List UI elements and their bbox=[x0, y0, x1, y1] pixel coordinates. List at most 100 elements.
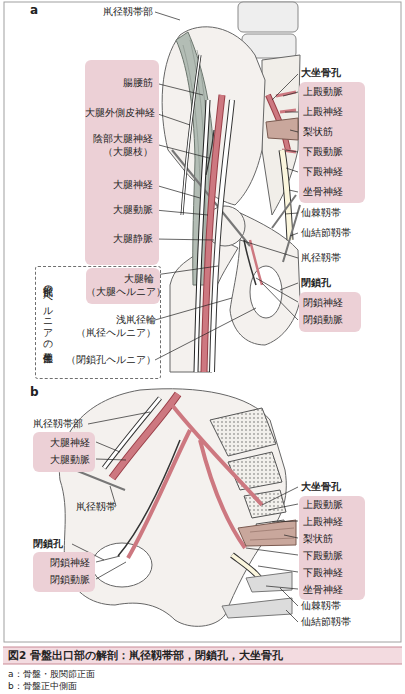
structure-group: 閉鎖神経閉鎖動脈 bbox=[299, 292, 361, 332]
leader-line bbox=[96, 459, 126, 460]
region-label: 鼡径靱帯部 bbox=[33, 417, 123, 430]
leader-lines-b bbox=[72, 412, 298, 622]
leader-line bbox=[262, 487, 298, 505]
sacrospinous-ligament bbox=[246, 572, 292, 592]
structure-label: 下殿神経 bbox=[303, 566, 363, 579]
femoral-nerve bbox=[104, 398, 160, 468]
structure-label: （閉鎖孔ヘルニア） bbox=[64, 353, 156, 366]
panel-letter: a bbox=[30, 4, 50, 17]
structure-label: 下殿動脈 bbox=[303, 549, 363, 562]
structure-label: 陰部大腿神経 （大腿枝） bbox=[85, 132, 153, 158]
structure-label: 浅鼡径輪 （鼡径ヘルニア） bbox=[64, 313, 156, 339]
leader-line bbox=[155, 113, 190, 125]
structure-label: 閉鎖動脈 bbox=[303, 313, 359, 326]
caption-rule bbox=[3, 647, 402, 648]
structure-label: 梨状筋 bbox=[303, 532, 363, 545]
structure-label: 大腿輪 （大腿ヘルニア） bbox=[86, 272, 154, 298]
structure-label: 上殿神経 bbox=[303, 515, 363, 528]
leader-line bbox=[96, 562, 126, 579]
genitofemoral-nerve bbox=[206, 130, 214, 175]
panel-a-art bbox=[162, 2, 300, 372]
region-label: 閉鎖孔 bbox=[301, 276, 391, 289]
leader-line bbox=[262, 283, 298, 320]
muscle-fibre bbox=[250, 528, 294, 540]
structure-group: 上殿動脈上殿神経梨状筋下殿動脈下殿神経坐骨神経 bbox=[299, 496, 365, 600]
obturator-foramen bbox=[250, 266, 282, 318]
leader-line bbox=[155, 144, 209, 158]
leader-line bbox=[155, 83, 203, 95]
leader-line bbox=[286, 610, 298, 622]
structure-label: 梨状筋 bbox=[303, 125, 363, 138]
leader-line bbox=[88, 412, 150, 424]
vertebra bbox=[238, 2, 298, 32]
figure-frame bbox=[4, 2, 401, 642]
sciatic-nerve bbox=[282, 150, 290, 240]
caption-band bbox=[3, 647, 402, 664]
leader-line bbox=[155, 185, 200, 198]
panel-letter: b bbox=[30, 386, 50, 399]
leader-line bbox=[280, 283, 298, 290]
sacrum bbox=[262, 55, 300, 215]
structure-label: 鼡径靱帯 bbox=[301, 251, 391, 264]
cutaneous-nerve bbox=[182, 55, 200, 215]
leader-line bbox=[286, 168, 298, 172]
leader-line bbox=[290, 233, 298, 236]
structure-label: 仙結節靱帯 bbox=[301, 615, 391, 628]
obturator-foramen bbox=[92, 543, 152, 587]
region-label: 閉鎖孔 bbox=[33, 537, 123, 550]
leader-line bbox=[155, 308, 256, 360]
femoral-vein bbox=[212, 100, 232, 372]
leader-line bbox=[272, 521, 298, 522]
leader-line bbox=[96, 556, 120, 562]
group-heading: 鼡径部のヘルニアの発生部位 bbox=[42, 279, 54, 365]
leader-line bbox=[155, 266, 218, 275]
iliac-artery bbox=[112, 394, 178, 478]
caption-note: a：骨盤・股関節正面 bbox=[8, 668, 398, 681]
structure-label: 仙棘靱帯 bbox=[301, 206, 391, 219]
leader-line bbox=[246, 548, 298, 555]
caption-rule bbox=[3, 664, 402, 665]
structure-group: 大腿神経大腿動脈 bbox=[33, 432, 95, 472]
leader-lines-a bbox=[155, 12, 298, 360]
structure-label: 大腿外側皮神経 bbox=[85, 106, 153, 119]
leader-line bbox=[155, 298, 232, 320]
structure-label: 上殿神経 bbox=[303, 105, 363, 118]
leader-line bbox=[283, 92, 298, 96]
structure-label: 鼡径靱帯 bbox=[30, 500, 116, 513]
femoral-nerve bbox=[104, 398, 160, 468]
leader-line bbox=[290, 130, 298, 132]
region-label: 鼡径靱帯部 bbox=[55, 5, 153, 18]
obturator-nerve bbox=[244, 240, 256, 285]
structure-label: 坐骨神経 bbox=[303, 185, 363, 198]
leader-line bbox=[268, 504, 298, 510]
leader-line bbox=[155, 239, 214, 240]
figure-caption: 図2 骨盤出口部の解剖：鼡径靱帯部，閉鎖孔，大坐骨孔 bbox=[8, 649, 400, 662]
piriformis bbox=[266, 118, 298, 140]
leader-line bbox=[284, 535, 298, 538]
obturator-nerve bbox=[118, 440, 180, 556]
leader-line bbox=[272, 74, 298, 100]
structure-group: 閉鎖神経閉鎖動脈 bbox=[33, 552, 95, 592]
hernia-site-group: 鼡径部のヘルニアの発生部位浅鼡径輪 （鼡径ヘルニア） （閉鎖孔ヘルニア） 大腿輪 （… bbox=[35, 266, 161, 379]
leader-line bbox=[285, 213, 298, 214]
inguinal-ligament bbox=[75, 470, 125, 490]
leader-line bbox=[266, 586, 298, 589]
leader-line bbox=[240, 240, 298, 258]
structure-label: 大腿動脈 bbox=[85, 203, 153, 216]
structure-label: 大腿神経 bbox=[33, 436, 90, 449]
structure-label: 下殿動脈 bbox=[303, 145, 363, 158]
structure-group: 上殿動脈上殿神経梨状筋下殿動脈下殿神経坐骨神経 bbox=[299, 82, 365, 203]
structure-label: 仙結節靱帯 bbox=[301, 226, 391, 239]
leader-line bbox=[280, 588, 298, 606]
structure-label: 上殿動脈 bbox=[303, 85, 363, 98]
femoral-vein bbox=[212, 100, 232, 372]
leader-line bbox=[285, 112, 298, 113]
structure-label: 下殿神経 bbox=[303, 165, 363, 178]
leader-line bbox=[155, 210, 208, 215]
structure-label: 閉鎖神経 bbox=[303, 296, 359, 309]
structure-label: 大腿神経 bbox=[85, 178, 153, 191]
structure-label: 閉鎖動脈 bbox=[33, 573, 90, 586]
leader-line bbox=[96, 442, 120, 452]
leader-line bbox=[286, 150, 298, 152]
caption-note: b：骨盤正中側面 bbox=[8, 680, 398, 693]
